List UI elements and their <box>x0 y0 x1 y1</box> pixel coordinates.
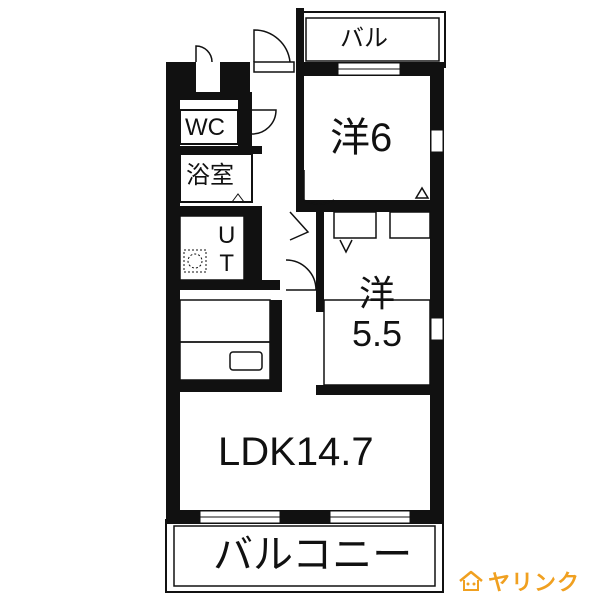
bath-label: 浴室 <box>186 162 234 189</box>
western-room-5-5-bottom: 5.5 <box>352 313 403 354</box>
interior-doors <box>285 170 430 291</box>
windows <box>199 62 444 524</box>
wc-room <box>179 100 277 154</box>
brand-logo: ヤリンク <box>458 565 580 597</box>
western-room-5-5-top: 洋 <box>359 273 396 314</box>
balcony-bottom-label: バルコニー <box>213 533 413 577</box>
hall-partitions <box>296 76 444 395</box>
wc-label: WC <box>185 114 225 141</box>
entrance-walls <box>180 62 252 100</box>
brand-name: ヤリンク <box>488 570 581 595</box>
ut-label: U T <box>218 224 235 276</box>
closets <box>323 211 431 386</box>
ut-label-bottom: T <box>219 250 234 277</box>
utility-room <box>179 215 280 290</box>
house-logo-icon <box>459 570 483 591</box>
ldk-label: LDK14.7 <box>218 430 374 474</box>
ut-label-top: U <box>218 222 236 249</box>
western-room-5-5-label: 洋 5.5 <box>352 276 402 352</box>
balcony-top-label: バル <box>340 25 388 52</box>
bath-room <box>179 153 262 216</box>
entrance-doors <box>195 29 295 73</box>
western-room-6-label: 洋6 <box>330 116 393 160</box>
kitchen <box>179 299 282 392</box>
